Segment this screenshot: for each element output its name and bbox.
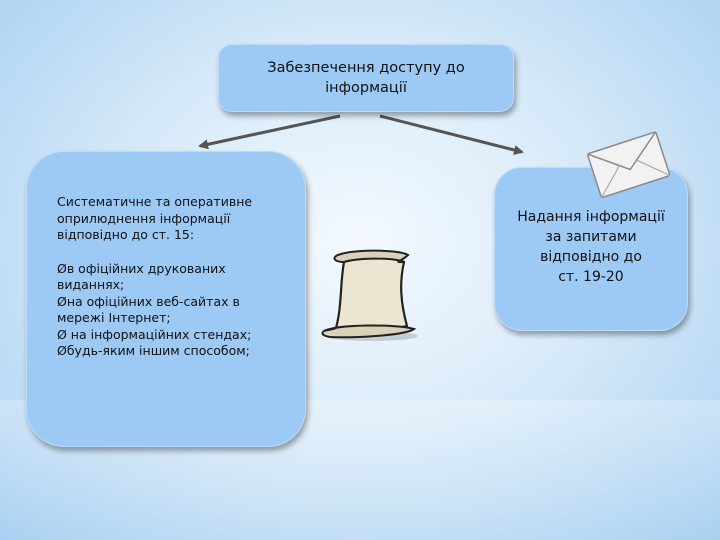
top-concept-box: Забезпечення доступу до інформації [218,44,514,112]
intro-line: відповідно до ст. 15: [57,227,195,242]
request-line: відповідно до [540,249,642,265]
list-item-line: Øбудь-яким іншим способом; [57,343,250,358]
arrow-right [379,114,524,155]
publication-box: Систематичне та оперативне оприлюднення … [26,151,306,447]
intro-line: оприлюднення інформації [57,210,231,226]
intro-line: Систематичне та оперативне [57,194,253,209]
list-item-line: виданнях; [57,277,125,292]
request-line: ст. 19-20 [558,269,624,285]
list-item-line: Øна офіційних веб-сайтах в [57,293,240,309]
list-item: Øбудь-яким іншим способом; [57,343,289,360]
list-item-line: Øв офіційних друкованих [57,260,226,276]
list-item: Øв офіційних друкованих виданнях; [57,261,289,294]
list-item: Ø на інформаційних стендах; [57,327,289,344]
top-box-line-2: інформації [325,80,407,96]
list-item: Øна офіційних веб-сайтах в мережі Інтерн… [57,294,289,327]
request-line: за запитами [545,229,637,245]
request-box: Надання інформації за запитами відповідн… [494,167,688,331]
list-item-line: Ø на інформаційних стендах; [57,326,252,342]
request-line: Надання інформації [517,209,665,225]
top-box-line-1: Забезпечення доступу до [267,60,465,76]
arrow-left [198,114,341,150]
list-item-line: мережі Інтернет; [57,310,171,325]
publication-intro: Систематичне та оперативне оприлюднення … [57,194,289,244]
